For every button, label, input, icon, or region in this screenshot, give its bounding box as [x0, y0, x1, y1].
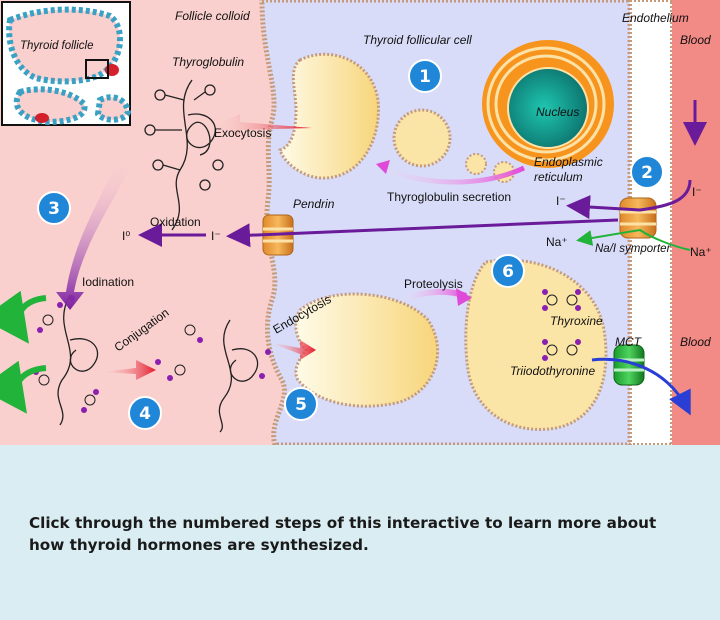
- triiodothyronine-label: Triiodothyronine: [510, 364, 595, 378]
- follicle-colloid-label: Follicle colloid: [175, 9, 250, 23]
- endocytosis-arrow: [268, 340, 316, 360]
- lysosome-vesicle: [464, 258, 608, 431]
- thyroxine-label: Thyroxine: [550, 314, 603, 328]
- iodine-label: I⁰: [122, 229, 130, 243]
- green-iodination-arrow-lower: [0, 360, 47, 414]
- inset-thyroid-follicle-label: Thyroid follicle: [20, 40, 94, 52]
- step-6-button[interactable]: 6: [491, 254, 525, 288]
- triiodothyronine-molecule: [542, 339, 581, 361]
- step-5-number: 5: [295, 395, 307, 415]
- conjugation-arrow: [100, 360, 156, 380]
- thyroglobulin-vesicle-large: [392, 108, 452, 168]
- iodination-label: Iodination: [82, 275, 134, 289]
- mct-label: MCT: [615, 335, 643, 349]
- oxidation-label: Oxidation: [150, 215, 201, 229]
- thyroglobulin-secretion-label: Thyroglobulin secretion: [387, 190, 511, 204]
- iodide-colloid-label: I⁻: [211, 229, 221, 243]
- blood-region: [672, 0, 720, 445]
- thyroid-follicular-cell-label: Thyroid follicular cell: [363, 33, 472, 47]
- pendrin-arrow: [226, 218, 619, 248]
- nucleus-label: Nucleus: [536, 105, 579, 119]
- step-3-number: 3: [48, 199, 60, 219]
- exocytosis-vesicle: [278, 52, 380, 180]
- green-iodination-arrow-upper: [0, 290, 47, 344]
- proteolysis-label: Proteolysis: [404, 277, 463, 291]
- thyroglobulin-secretion-arrow: [378, 163, 526, 185]
- step-2-number: 2: [641, 163, 653, 183]
- nucleus-endoplasmic-reticulum: [482, 40, 614, 168]
- blood-label-bottom: Blood: [680, 335, 711, 349]
- step-4-button[interactable]: 4: [128, 396, 162, 430]
- pendrin-label: Pendrin: [293, 197, 335, 211]
- exocytosis-label: Exocytosis: [214, 126, 271, 140]
- iodide-blood-label: I⁻: [692, 185, 702, 199]
- iodide-cell-label: I⁻: [556, 194, 566, 208]
- step-4-number: 4: [139, 404, 151, 424]
- hormone-release-arrow: [591, 357, 691, 416]
- thyroid-hormone-synthesis-diagram: Thyroid follicle: [0, 0, 720, 445]
- step-5-button[interactable]: 5: [284, 387, 318, 421]
- thyroxine-molecule: [542, 289, 581, 311]
- caption-panel: Click through the numbered steps of this…: [0, 445, 720, 620]
- na-i-symporter-label: Na/I symporter: [595, 243, 672, 255]
- thyroglobulin-label: Thyroglobulin: [172, 55, 244, 69]
- step-1-button[interactable]: 1: [408, 59, 442, 93]
- thyroglobulin-vesicle-small-a: [465, 153, 487, 175]
- step-1-number: 1: [419, 67, 431, 87]
- endoplasmic-reticulum-label-line1: Endoplasmic: [534, 155, 603, 169]
- iodide-uptake-arrow: [566, 179, 692, 220]
- conjugated-thyroglobulin-molecule: [155, 319, 271, 433]
- endoplasmic-reticulum-label-line2: reticulum: [534, 170, 583, 184]
- exocytosis-arrow: [214, 114, 312, 138]
- sodium-blood-label: Na⁺: [690, 245, 712, 259]
- step-6-number: 6: [502, 262, 514, 282]
- instructions-caption: Click through the numbered steps of this…: [29, 514, 657, 554]
- endothelium-label: Endothelium: [622, 11, 689, 25]
- sodium-cell-label: Na⁺: [546, 235, 568, 249]
- sodium-uptake-arrow: [576, 228, 691, 251]
- iodination-arrow: [56, 160, 128, 310]
- step-2-button[interactable]: 2: [630, 155, 664, 189]
- thyroid-follicle-inset: Thyroid follicle: [1, 1, 132, 126]
- step-3-button[interactable]: 3: [37, 191, 71, 225]
- blood-label-top: Blood: [680, 33, 711, 47]
- thyroglobulin-molecule: [144, 79, 224, 231]
